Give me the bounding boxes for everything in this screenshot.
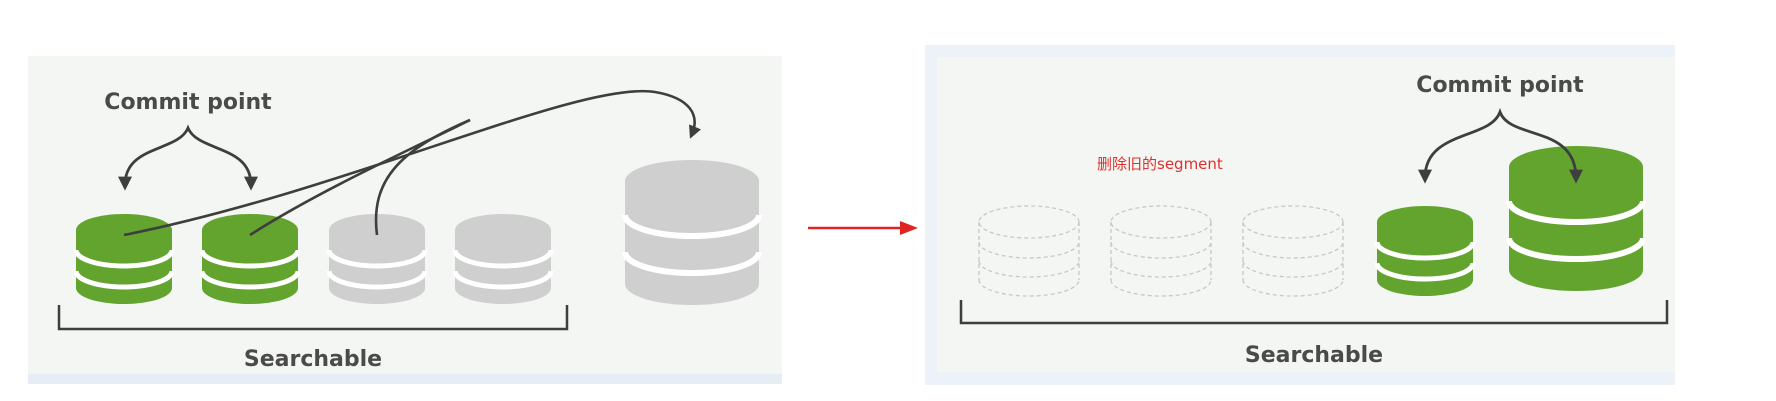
segment-gray-2 [455, 214, 551, 304]
transition-arrow [808, 221, 918, 235]
right-commit-point-label: Commit point [1416, 73, 1584, 98]
right-searchable-label: Searchable [1245, 343, 1383, 368]
delete-old-segment-note: 删除旧的segment [1097, 155, 1223, 173]
left-commit-point-label: Commit point [104, 90, 272, 115]
segment-green-small [1377, 206, 1473, 296]
left-searchable-bracket [57, 305, 569, 331]
merge-line-1 [123, 89, 702, 237]
merge-line-3 [374, 118, 471, 236]
left-panel: Commit point Searchable [28, 56, 782, 384]
right-panel: 删除旧的segment Commit point Searchable [925, 45, 1675, 385]
right-searchable-bracket [959, 300, 1669, 325]
right-commit-point-brace [1418, 107, 1583, 184]
left-panel-bottom-stripe [28, 374, 782, 384]
merged-segment-gray [625, 160, 759, 305]
left-commit-point-brace [118, 124, 258, 191]
segment-green-2 [202, 214, 298, 304]
left-searchable-label: Searchable [244, 347, 382, 372]
